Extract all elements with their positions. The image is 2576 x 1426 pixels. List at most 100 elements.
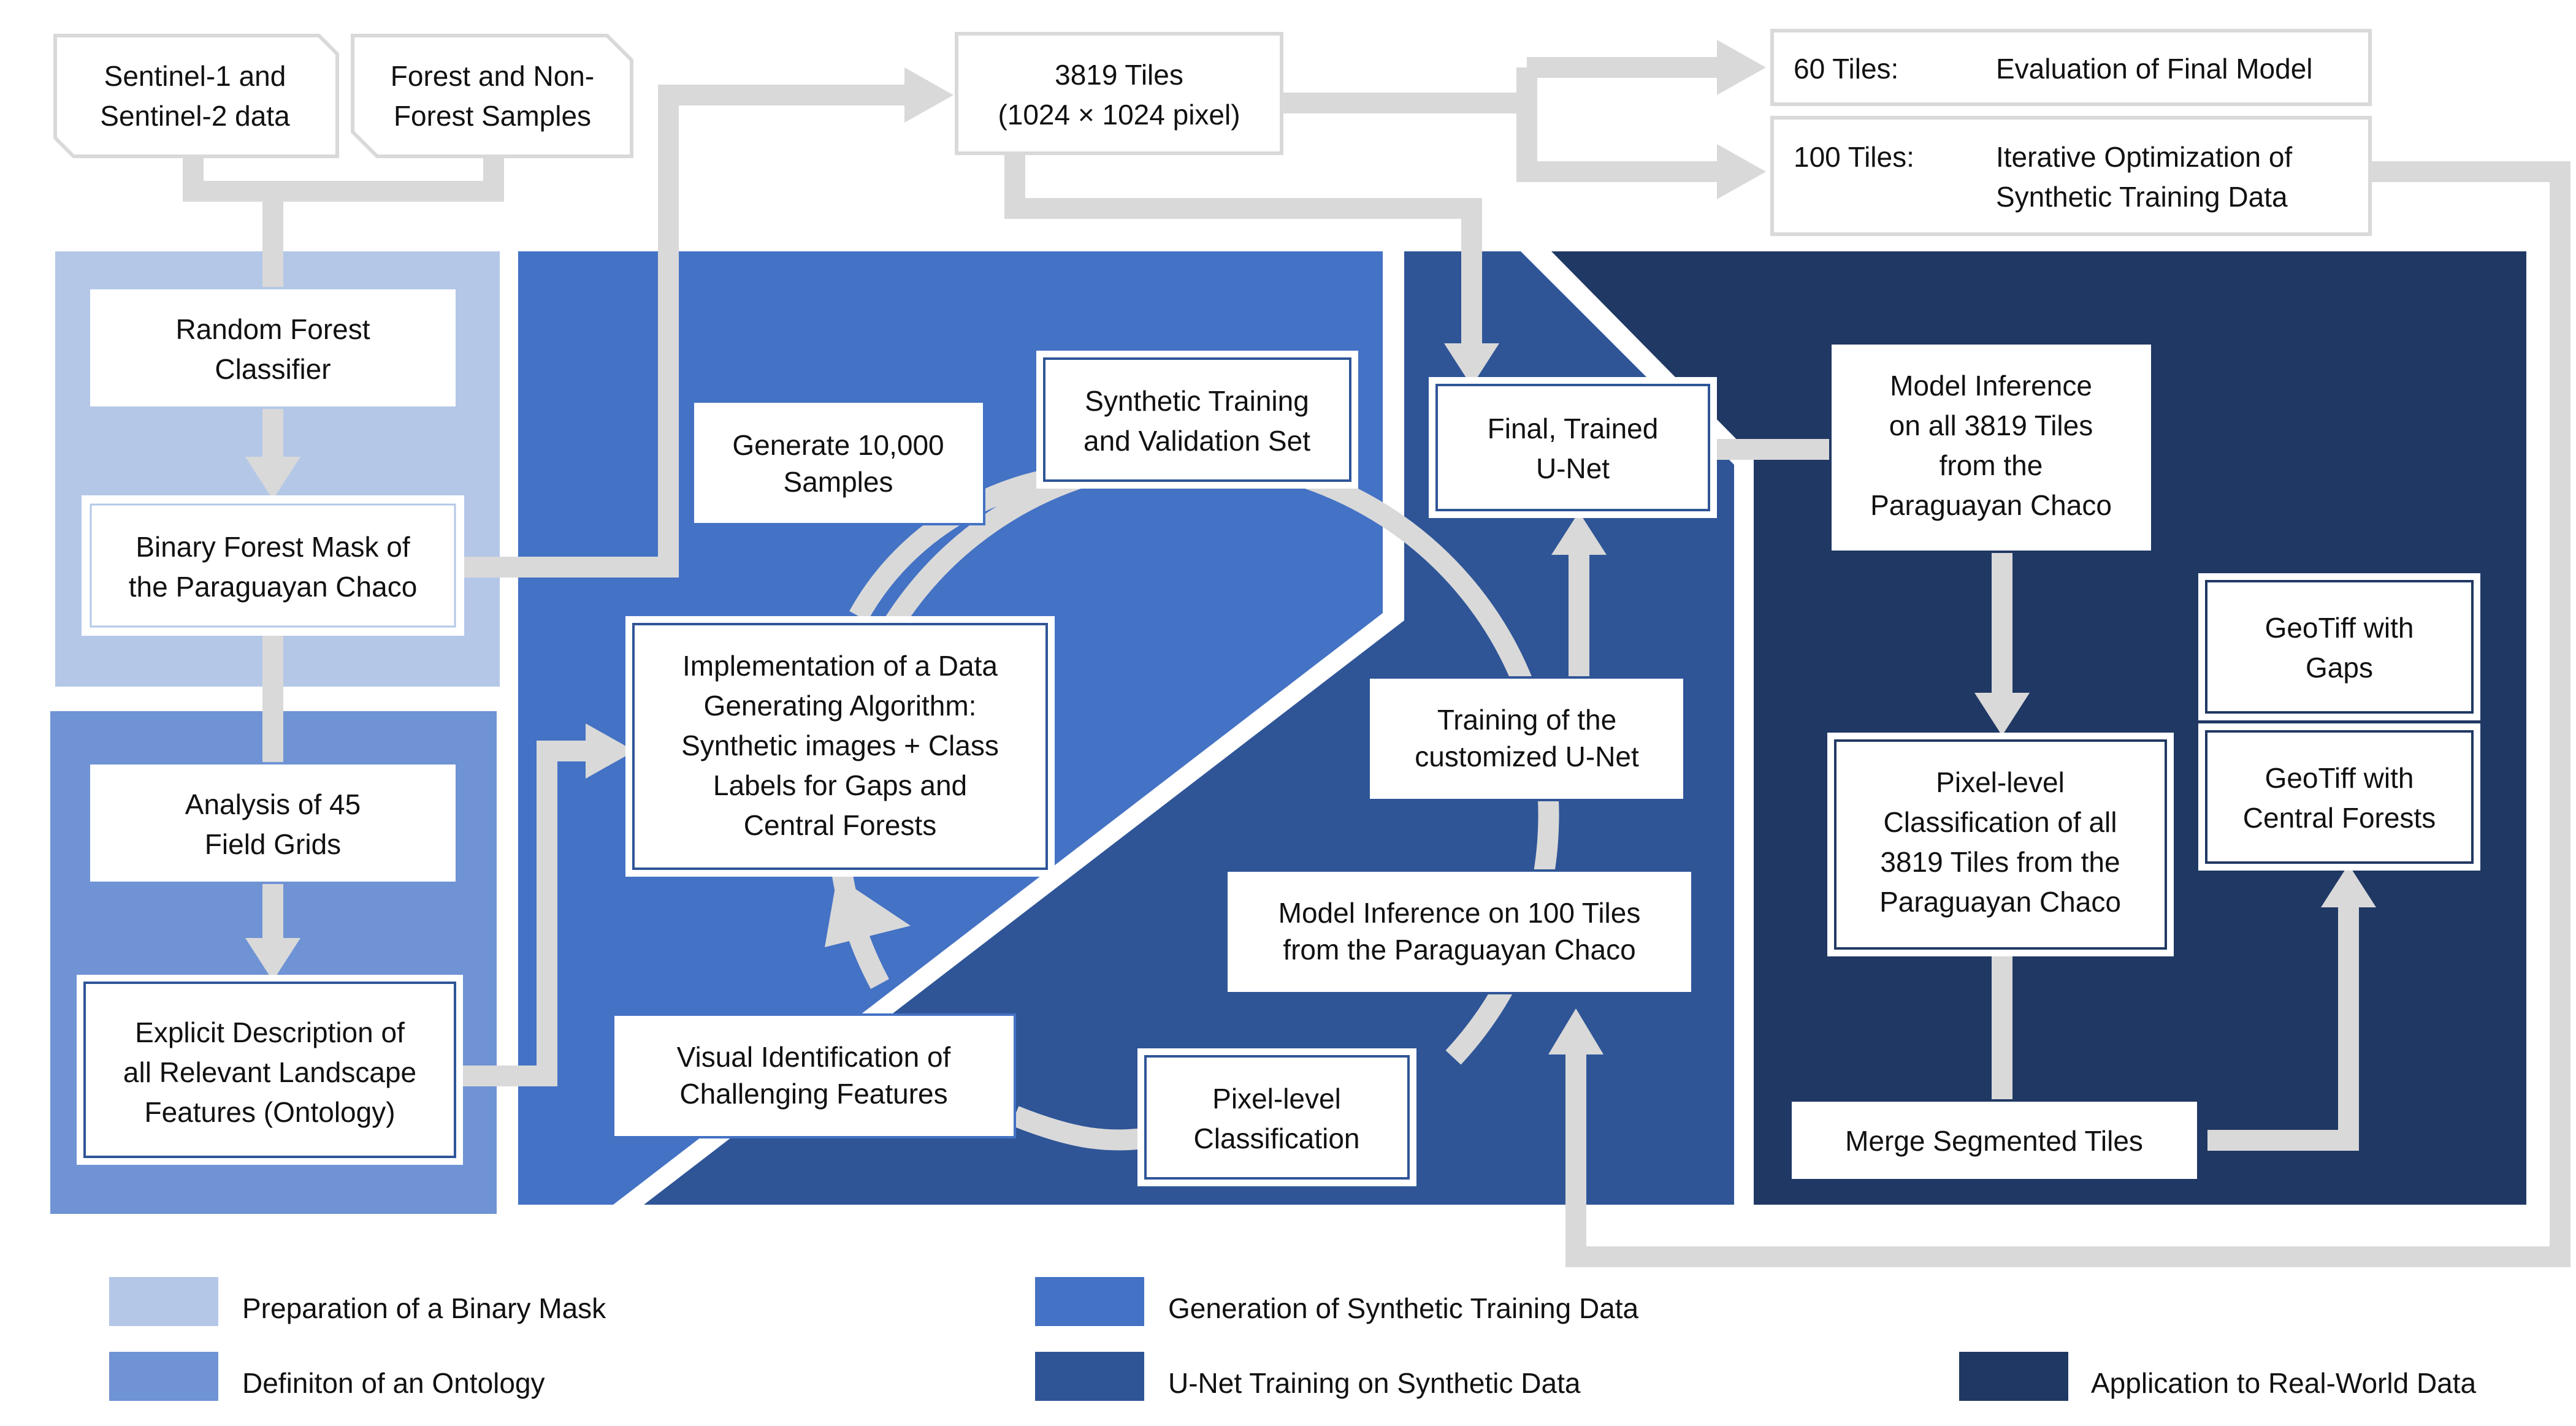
node-generate-samples: Generate 10,000 Samples [692, 400, 985, 525]
inference100-line-2: from the Paraguayan Chaco [1283, 934, 1635, 966]
pixel-all-inner [1834, 739, 2167, 950]
arrowhead-grids-description [245, 938, 300, 981]
node-geotiff-gaps: GeoTiff with Gaps [2198, 573, 2480, 720]
tiles-total-box [955, 32, 1283, 155]
generate-samples-box [692, 400, 985, 525]
arrowhead-to-eval [1717, 40, 1766, 95]
algorithm-inner [632, 623, 1048, 870]
algorithm-line-3: Synthetic images + Class [681, 730, 999, 761]
generate-line-1: Generate 10,000 [732, 429, 944, 461]
legend-swatch-application [1959, 1352, 2068, 1401]
node-pixel-all: Pixel-level Classification of all 3819 T… [1827, 733, 2174, 956]
samples-line-2: Forest Samples [394, 100, 591, 132]
nodes: Sentinel-1 and Sentinel-2 data Forest an… [53, 29, 2480, 1186]
field-grids-line-1: Analysis of 45 [185, 788, 361, 820]
geotiff-gaps-inner [2205, 580, 2474, 714]
legend-swatch-preparation [109, 1277, 218, 1326]
synthetic-set-box [1036, 351, 1358, 489]
tiles-total-line-1: 3819 Tiles [1055, 59, 1183, 91]
arrowhead-to-inference100 [1548, 1008, 1603, 1054]
geotiff-gaps-line-2: Gaps [2306, 652, 2373, 684]
node-inference-all: Model Inference on all 3819 Tiles from t… [1829, 342, 2154, 553]
node-sentinel-data: Sentinel-1 and Sentinel-2 data [53, 34, 339, 158]
node-random-forest: Random Forest Classifier [88, 287, 458, 409]
node-forest-samples: Forest and Non- Forest Samples [351, 34, 633, 158]
final-unet-line-2: U-Net [1536, 452, 1610, 484]
explicit-description-box [77, 975, 463, 1165]
field-grids-line-2: Field Grids [205, 828, 341, 860]
optimization-count: 100 Tiles: [1794, 141, 1914, 173]
arrow-heads [245, 40, 2376, 1054]
inference-all-line-3: from the [1940, 449, 2043, 481]
visual-line-2: Challenging Features [679, 1078, 947, 1110]
arrow-merge-to-geotiff [2207, 901, 2359, 1151]
training-unet-box [1367, 676, 1686, 801]
legend-label-application: Application to Real-World Data [2091, 1367, 2477, 1399]
binary-mask-inner [90, 503, 456, 628]
legend-label-training: U-Net Training on Synthetic Data [1168, 1367, 1581, 1399]
optimization-desc-1: Iterative Optimization of [1996, 141, 2292, 173]
node-visual-identification: Visual Identification of Challenging Fea… [612, 1013, 1016, 1138]
node-binary-mask: Binary Forest Mask of the Paraguayan Cha… [82, 495, 464, 636]
inference-all-box [1829, 342, 2154, 553]
arrowhead-to-algorithm-loop [825, 877, 911, 947]
explicit-line-2: all Relevant Landscape [123, 1056, 416, 1088]
random-forest-line-1: Random Forest [175, 313, 370, 345]
binary-mask-box [82, 495, 464, 636]
algorithm-line-1: Implementation of a Data [682, 650, 998, 682]
node-evaluation: 60 Tiles: Evaluation of Final Model [1770, 29, 2372, 106]
legend-swatch-training [1035, 1352, 1144, 1401]
explicit-line-3: Features (Ontology) [144, 1096, 395, 1128]
pixel-all-line-1: Pixel-level [1936, 766, 2065, 798]
node-field-grids: Analysis of 45 Field Grids [88, 762, 458, 884]
synthetic-line-1: Synthetic Training [1085, 385, 1309, 417]
merge-line-1: Merge Segmented Tiles [1845, 1125, 2143, 1157]
node-optimization: 100 Tiles: Iterative Optimization of Syn… [1770, 116, 2372, 236]
sentinel-line-2: Sentinel-2 data [100, 100, 290, 132]
geotiff-central-box [2198, 723, 2480, 871]
evaluation-box [1770, 29, 2372, 106]
evaluation-desc: Evaluation of Final Model [1996, 53, 2313, 85]
final-unet-line-1: Final, Trained [1488, 413, 1659, 444]
algorithm-box [625, 616, 1055, 877]
node-synthetic-set: Synthetic Training and Validation Set [1036, 351, 1358, 489]
arrow-inputs-merge [183, 150, 504, 202]
pixel-classification-inner [1144, 1055, 1410, 1180]
legend-item-preparation: Preparation of a Binary Mask [109, 1277, 606, 1326]
region-application [1551, 251, 2526, 1205]
training-line-1: Training of the [1437, 704, 1616, 736]
arrowhead-to-opt [1717, 144, 1766, 199]
synthetic-set-inner [1043, 357, 1351, 482]
legend-swatch-generation [1035, 1277, 1144, 1326]
random-forest-line-2: Classifier [215, 353, 331, 385]
pixel-line-1: Pixel-level [1212, 1083, 1341, 1115]
flow-arrows [183, 57, 2570, 1267]
optimization-box [1770, 116, 2372, 236]
final-unet-inner [1435, 384, 1710, 511]
pixel-classification-box [1137, 1048, 1416, 1186]
pixel-all-line-4: Paraguayan Chaco [1879, 886, 2121, 918]
legend-item-ontology: Definiton of an Ontology [109, 1352, 545, 1401]
arrowhead-to-final [1551, 512, 1607, 555]
legend-label-generation: Generation of Synthetic Training Data [1168, 1292, 1639, 1324]
field-grids-box [88, 762, 458, 884]
arrow-optimization-loop [1565, 161, 2570, 1267]
visual-line-1: Visual Identification of [677, 1041, 951, 1073]
geotiff-central-line-1: GeoTiff with [2265, 762, 2414, 794]
explicit-line-1: Explicit Description of [135, 1016, 405, 1048]
geotiff-central-line-2: Central Forests [2243, 802, 2436, 834]
pixel-all-line-2: Classification of all [1884, 806, 2117, 838]
pixel-all-line-3: 3819 Tiles from the [1880, 846, 2120, 878]
pixel-all-box [1827, 733, 2174, 956]
arrow-mask-to-tiles [463, 85, 904, 578]
node-tiles-total: 3819 Tiles (1024 × 1024 pixel) [955, 32, 1283, 155]
node-training-unet: Training of the customized U-Net [1367, 676, 1686, 801]
node-pixel-classification: Pixel-level Classification [1137, 1048, 1416, 1186]
geotiff-gaps-line-1: GeoTiff with [2265, 612, 2414, 644]
algorithm-line-2: Generating Algorithm: [704, 690, 977, 722]
arrow-split-eval [1516, 67, 1717, 182]
arrowhead-to-tiles [904, 67, 954, 123]
geotiff-gaps-box [2198, 573, 2480, 720]
legend-item-generation: Generation of Synthetic Training Data [1035, 1277, 1639, 1326]
